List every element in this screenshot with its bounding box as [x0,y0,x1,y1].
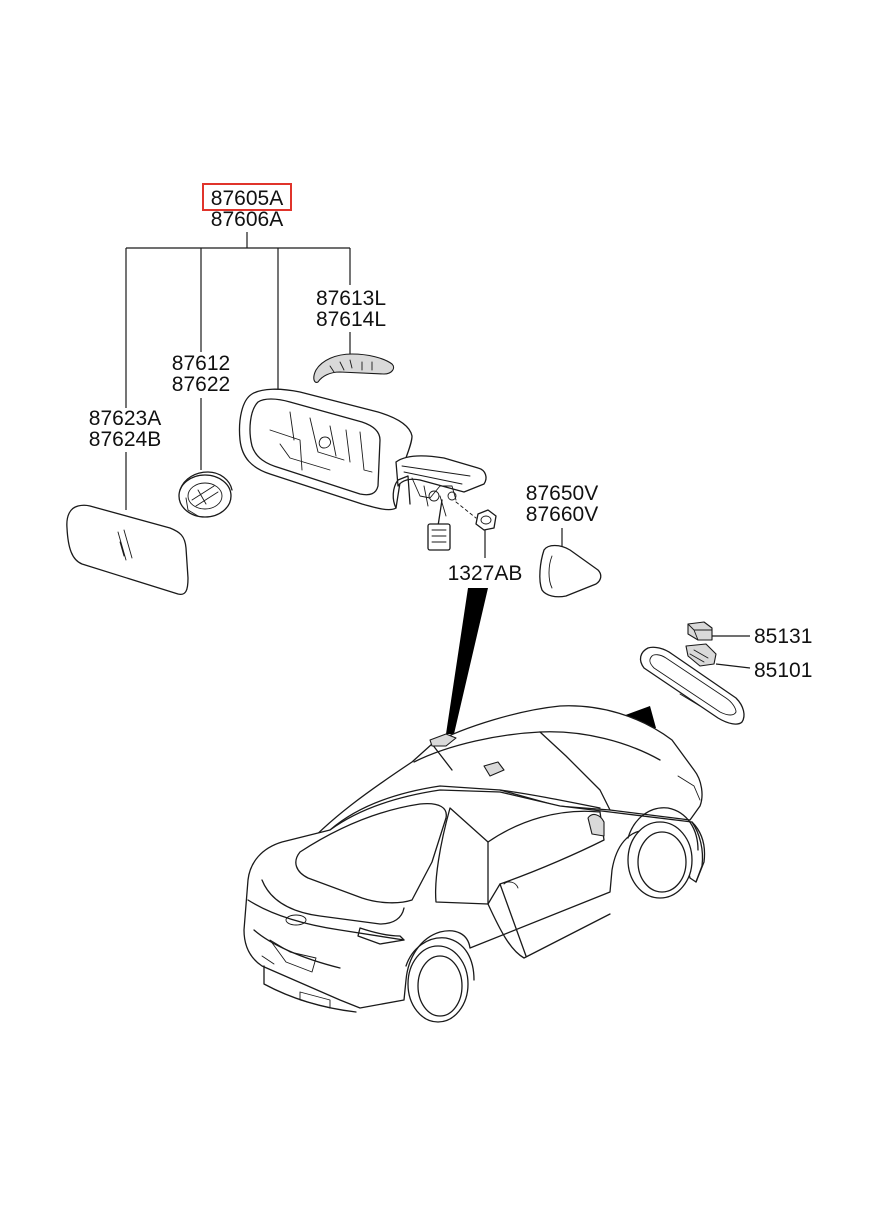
mirror-glass[interactable] [66,504,189,596]
label-nut[interactable]: 1327AB [448,562,523,585]
mounting-nut[interactable] [475,509,497,531]
highlight-box [202,183,292,211]
car-illustration [243,705,706,1023]
label-actuator-a[interactable]: 87612 [172,352,230,375]
label-glass-b[interactable]: 87624B [89,428,161,451]
label-side-lamp-a[interactable]: 87613L [316,287,386,310]
leader-lines [125,232,751,669]
mirror-cover[interactable] [539,544,602,598]
label-glass-a[interactable]: 87623A [89,407,161,430]
mirror-actuator[interactable] [178,471,233,518]
label-inside-cover[interactable]: 85131 [754,625,812,648]
pointer-wedge-nut [446,588,488,734]
label-side-lamp-b[interactable]: 87614L [316,308,386,331]
label-cover-a[interactable]: 87650V [526,482,598,505]
side-repeater-lamp[interactable] [313,353,395,383]
label-main-assembly-b[interactable]: 87606A [211,208,283,231]
label-actuator-b[interactable]: 87622 [172,373,230,396]
inside-mirror-cover[interactable] [687,621,713,641]
mirror-connector[interactable] [427,499,477,551]
label-main-assembly-a[interactable]: 87605A [211,187,283,210]
label-cover-b[interactable]: 87660V [526,503,598,526]
inside-mirror[interactable] [639,643,745,725]
label-inside-mirror[interactable]: 85101 [754,659,812,682]
mirror-housing[interactable] [238,388,487,517]
